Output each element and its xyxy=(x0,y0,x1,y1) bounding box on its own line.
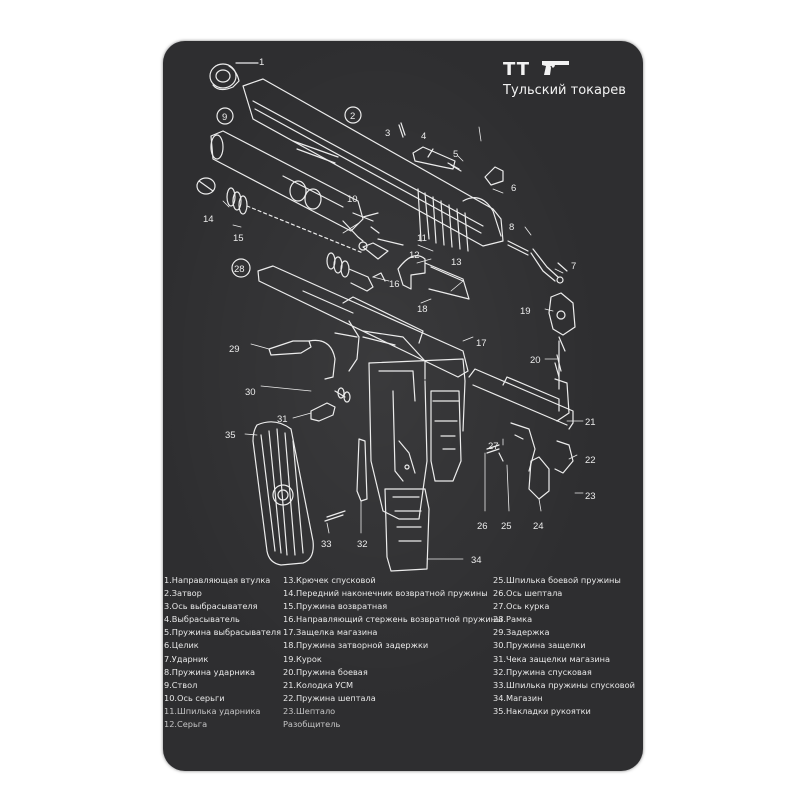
callout-labels: 1 2 3 4 5 6 7 8 9 10 11 12 13 14 15 16 1… xyxy=(203,57,596,566)
callout-10: 10 xyxy=(347,194,358,205)
callout-11: 11 xyxy=(417,233,427,244)
callout-5: 5 xyxy=(453,149,458,160)
callout-22: 22 xyxy=(585,455,596,466)
part-bushing xyxy=(209,62,259,91)
part-guide-rod xyxy=(326,252,386,292)
legend-item: 33.Шпилька пружины спусковой xyxy=(493,679,635,690)
part-grip-panel xyxy=(252,421,314,566)
callout-8: 8 xyxy=(509,222,514,233)
legend-item: 15.Пружина возвратная xyxy=(283,601,388,612)
callout-6: 6 xyxy=(511,183,516,194)
callout-14: 14 xyxy=(203,214,214,225)
legend-item: 3.Ось выбрасывателя xyxy=(164,601,258,612)
callout-27: 27 xyxy=(488,441,499,452)
callout-13: 13 xyxy=(451,257,462,268)
callout-26: 26 xyxy=(477,521,488,532)
part-recoil-spring xyxy=(196,177,364,254)
legend-item: 31.Чека защелки магазина xyxy=(493,653,611,664)
part-magazine-catch xyxy=(310,387,351,422)
legend-item: Разобщитель xyxy=(283,719,341,730)
legend-item: 21.Колодка УСМ xyxy=(283,679,354,690)
legend-column-1: 1.Направляющая втулка 2.Затвор 3.Ось выб… xyxy=(163,574,281,731)
callout-12: 12 xyxy=(409,250,420,261)
callout-20: 20 xyxy=(530,355,541,366)
callout-28: 28 xyxy=(234,264,245,275)
gun-mat: TT Тульский токарев xyxy=(163,41,643,771)
part-firing-pin xyxy=(507,240,568,284)
legend-item: 28.Рамка xyxy=(493,614,533,625)
legend-column-2: 13.Крючек спусковой 14.Передний наконечн… xyxy=(283,574,503,731)
callout-4: 4 xyxy=(421,131,426,142)
legend-item: 30.Пружина защелки xyxy=(493,640,586,651)
part-slide-stop xyxy=(268,320,360,380)
legend-item: 23.Шептало xyxy=(283,705,336,716)
callout-21: 21 xyxy=(585,417,596,428)
legend-item: 12.Серьга xyxy=(164,719,208,730)
callout-16: 16 xyxy=(389,279,400,290)
legend-item: 11.Шпилька ударника xyxy=(164,705,261,716)
legend-item: 32.Пружина спусковая xyxy=(493,666,592,677)
callout-18: 18 xyxy=(417,304,428,315)
legend-item: 18.Пружина затворной задержки xyxy=(283,640,429,651)
legend-item: 1.Направляющая втулка xyxy=(164,575,271,585)
legend-item: 4.Выбрасыватель xyxy=(164,614,240,625)
legend-item: 19.Курок xyxy=(283,653,322,664)
callout-15: 15 xyxy=(233,233,244,244)
callout-31: 31 xyxy=(277,414,288,425)
callout-9: 9 xyxy=(222,112,227,123)
callout-24: 24 xyxy=(533,521,544,532)
callout-23: 23 xyxy=(585,491,596,502)
brand-block: TT Тульский токарев xyxy=(503,59,626,98)
part-frame xyxy=(231,258,469,520)
brand-name: Тульский токарев xyxy=(503,83,626,98)
part-trigger-spring xyxy=(324,438,368,522)
part-link xyxy=(352,212,404,260)
legend-item: 9.Ствол xyxy=(164,679,198,690)
legend-item: 26.Ось шептала xyxy=(493,588,563,599)
legend-item: 14.Передний наконечник возвратной пружин… xyxy=(283,588,488,599)
legend-item: 17.Защелка магазина xyxy=(283,627,378,638)
legend-item: 8.Пружина ударника xyxy=(164,666,256,677)
callout-35: 35 xyxy=(225,430,236,441)
legend-item: 10.Ось серьги xyxy=(164,692,225,703)
legend-item: 7.Ударник xyxy=(164,653,209,664)
callout-7: 7 xyxy=(571,261,576,272)
callout-19: 19 xyxy=(520,306,531,317)
part-trigger xyxy=(397,255,470,300)
legend-item: 34.Магазин xyxy=(493,692,543,703)
callout-30: 30 xyxy=(245,387,256,398)
legend-item: 6.Целик xyxy=(164,640,199,651)
legend-item: 29.Задержка xyxy=(493,627,550,638)
legend-item: 13.Крючек спусковой xyxy=(283,575,376,585)
callout-2: 2 xyxy=(350,111,355,122)
pistol-icon xyxy=(541,59,571,81)
callout-33: 33 xyxy=(321,539,332,550)
legend-item: 35.Накладки рукоятки xyxy=(493,705,591,716)
callout-leaders xyxy=(222,126,584,560)
legend-item: 22.Пружина шептала xyxy=(283,692,376,703)
callout-25: 25 xyxy=(501,521,512,532)
part-slide xyxy=(242,78,504,252)
legend-item: 20.Пружина боевая xyxy=(283,666,368,677)
legend-item: 2.Затвор xyxy=(164,588,202,599)
legend-item: 5.Пружина выбрасывателя xyxy=(164,627,282,638)
exploded-diagram: 1 2 3 4 5 6 7 8 9 10 11 12 13 14 15 16 1… xyxy=(196,57,596,572)
callout-29: 29 xyxy=(229,344,240,355)
part-hammer-group xyxy=(468,292,576,500)
part-magazine xyxy=(384,488,430,572)
part-extractor-group xyxy=(398,122,504,186)
callout-32: 32 xyxy=(357,539,368,550)
legend-item: 25.Шпилька боевой пружины xyxy=(493,575,621,585)
callout-17: 17 xyxy=(476,338,487,349)
legend-column-3: 25.Шпилька боевой пружины 26.Ось шептала… xyxy=(493,574,635,718)
legend-item: 16.Направляющий стержень возвратной пруж… xyxy=(283,614,503,625)
callout-34: 34 xyxy=(471,555,482,566)
legend-item: 27.Ось курка xyxy=(493,601,550,612)
callout-3: 3 xyxy=(385,128,390,139)
callout-1: 1 xyxy=(259,57,264,68)
brand-code: TT xyxy=(503,59,530,80)
part-barrel xyxy=(210,107,364,242)
